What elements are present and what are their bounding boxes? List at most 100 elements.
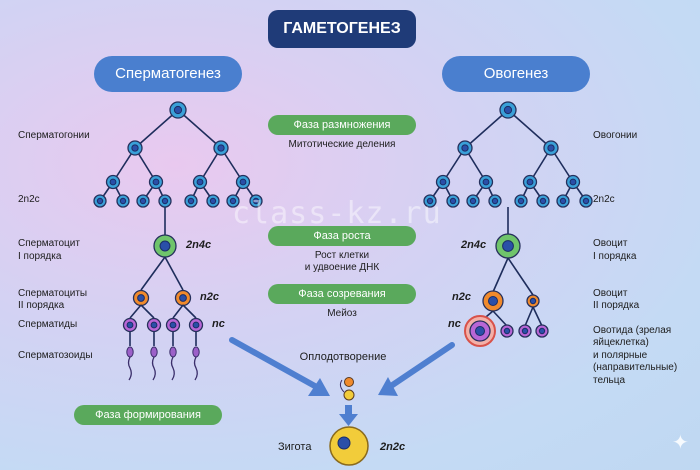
right-branch [492,310,508,327]
left-gonium-cell-nucleus [152,178,160,186]
page-title: ГАМЕТОГЕНЕЗ [268,10,416,48]
label-spermatozoa: Сперматозоиды [18,350,93,361]
label-zygote-ploidy: 2n2c [380,441,406,453]
label-oocyte-1a: Овоцит [593,238,628,249]
right-branch [507,257,534,296]
left-spermatozoon-head [126,346,134,358]
label-right-2n2c: 2n2c [593,194,615,205]
right-gonium-cell-nucleus [449,197,457,205]
right-gonium-cell-nucleus [526,178,534,186]
label-right-n2c: n2c [452,291,471,303]
left-branch [134,109,179,149]
left-arrowhead [308,378,330,396]
right-ootid-cell-nucleus [475,326,485,336]
oogenesis-header: Овогенез [442,56,590,92]
left-branch [172,304,184,319]
label-oogonia: Овогонии [593,130,638,141]
left-gonium-cell-nucleus [239,178,247,186]
fertilization-tail [339,379,345,393]
left-spermatid-cell-nucleus [192,321,200,329]
watermark: class-kz.ru [232,196,442,231]
label-right-2n4c: 2n4c [461,239,487,251]
left-spermatid-cell-nucleus [150,321,158,329]
left-branch [140,256,166,291]
left-gonium-cell-nucleus [131,144,139,152]
sparkle-icon: ✦ [672,432,689,454]
label-oocyte-2a: Овоцит [593,288,628,299]
zygote-nucleus [337,436,351,450]
left-gonium-cell-nucleus [187,197,195,205]
right-gonium-cell-nucleus [569,178,577,186]
label-ootid-1: Овотида (зрелая [593,325,672,336]
right-gonium-cell-nucleus [559,197,567,205]
right-gonium-cell-nucleus [539,197,547,205]
left-spermatocyte-2-cell-nucleus [179,294,187,302]
phase-maturation: Фаза созревания [268,284,416,304]
left-branch [177,109,222,149]
right-gonium-cell-nucleus [582,197,590,205]
label-spermatids: Сперматиды [18,319,78,330]
label-ootid-5: тельца [593,375,626,386]
left-gonium-cell-nucleus [109,178,117,186]
right-fertilization-arrow [385,342,455,391]
right-gonium-cell-nucleus [469,197,477,205]
label-spermatogonia: Сперматогонии [18,130,90,141]
left-spermatozoon-tail [170,356,175,381]
left-branch [182,304,197,319]
left-gonium-cell-nucleus [173,105,183,115]
phase-formation: Фаза формирования [74,405,222,425]
left-spermatozoon-tail [151,356,156,381]
left-gonium-cell-nucleus [209,197,217,205]
label-ootid-3: и полярные [593,350,648,361]
left-branch [129,304,142,319]
left-branch [140,304,155,319]
right-gonium-cell-nucleus [547,144,555,152]
phase-reproduction: Фаза размножения [268,115,416,135]
right-gonium-cell-nucleus [461,144,469,152]
right-polar-body-cell-nucleus [503,327,511,335]
right-branch [492,257,509,293]
spermatogenesis-header: Сперматогенез [94,56,242,92]
left-spermatozoon-head [169,346,177,358]
right-oocyte-1-cell-nucleus [502,240,514,252]
left-spermatid-cell-nucleus [169,321,177,329]
right-arrowhead [378,377,398,396]
label-left-2n2c: 2n2c [18,194,40,205]
left-spermatozoon-head [150,346,158,358]
left-gonium-cell-nucleus [196,178,204,186]
left-gonium-cell-nucleus [229,197,237,205]
left-gonium-cell-nucleus [96,197,104,205]
left-spermatocyte-1-cell-nucleus [159,240,171,252]
left-spermatozoon-tail [127,356,132,381]
right-branch [532,306,543,327]
right-polar-body-cell-nucleus [521,327,529,335]
left-spermatocyte-2-cell-nucleus [137,294,145,302]
right-gonium-cell-nucleus [517,197,525,205]
right-gonium-cell-nucleus [426,197,434,205]
phase-maturation-desc: Мейоз [327,308,357,319]
right-gonium-cell-nucleus [482,178,490,186]
right-gonium-cell-nucleus [491,197,499,205]
label-left-2n4c: 2n4c [186,239,212,251]
label-oocyte-2b: II порядка [593,300,640,311]
left-spermatozoon-head [192,346,200,358]
left-gonium-cell-nucleus [217,144,225,152]
label-spermatocyte-1a: Сперматоцит [18,238,80,249]
left-spermatid-cell-nucleus [126,321,134,329]
left-spermatozoon-tail [193,356,198,381]
right-branch [524,306,534,327]
label-spermatocyte-2a: Сперматоциты [18,288,88,299]
label-ootid-4: (направительные) [593,362,678,373]
zygote-arrow-shaft [345,405,352,415]
left-gonium-cell-nucleus [161,197,169,205]
label-fertilization: Оплодотворение [299,351,387,363]
right-branch [507,109,552,149]
left-gonium-cell-nucleus [139,197,147,205]
left-gonium-cell-nucleus [119,197,127,205]
label-left-nc: nc [212,318,225,330]
right-polar-body-cell-nucleus [538,327,546,335]
fertilization-egg-icon [344,377,354,387]
label-spermatocyte-2b: II порядка [18,300,65,311]
label-oocyte-1b: I порядка [593,251,637,262]
